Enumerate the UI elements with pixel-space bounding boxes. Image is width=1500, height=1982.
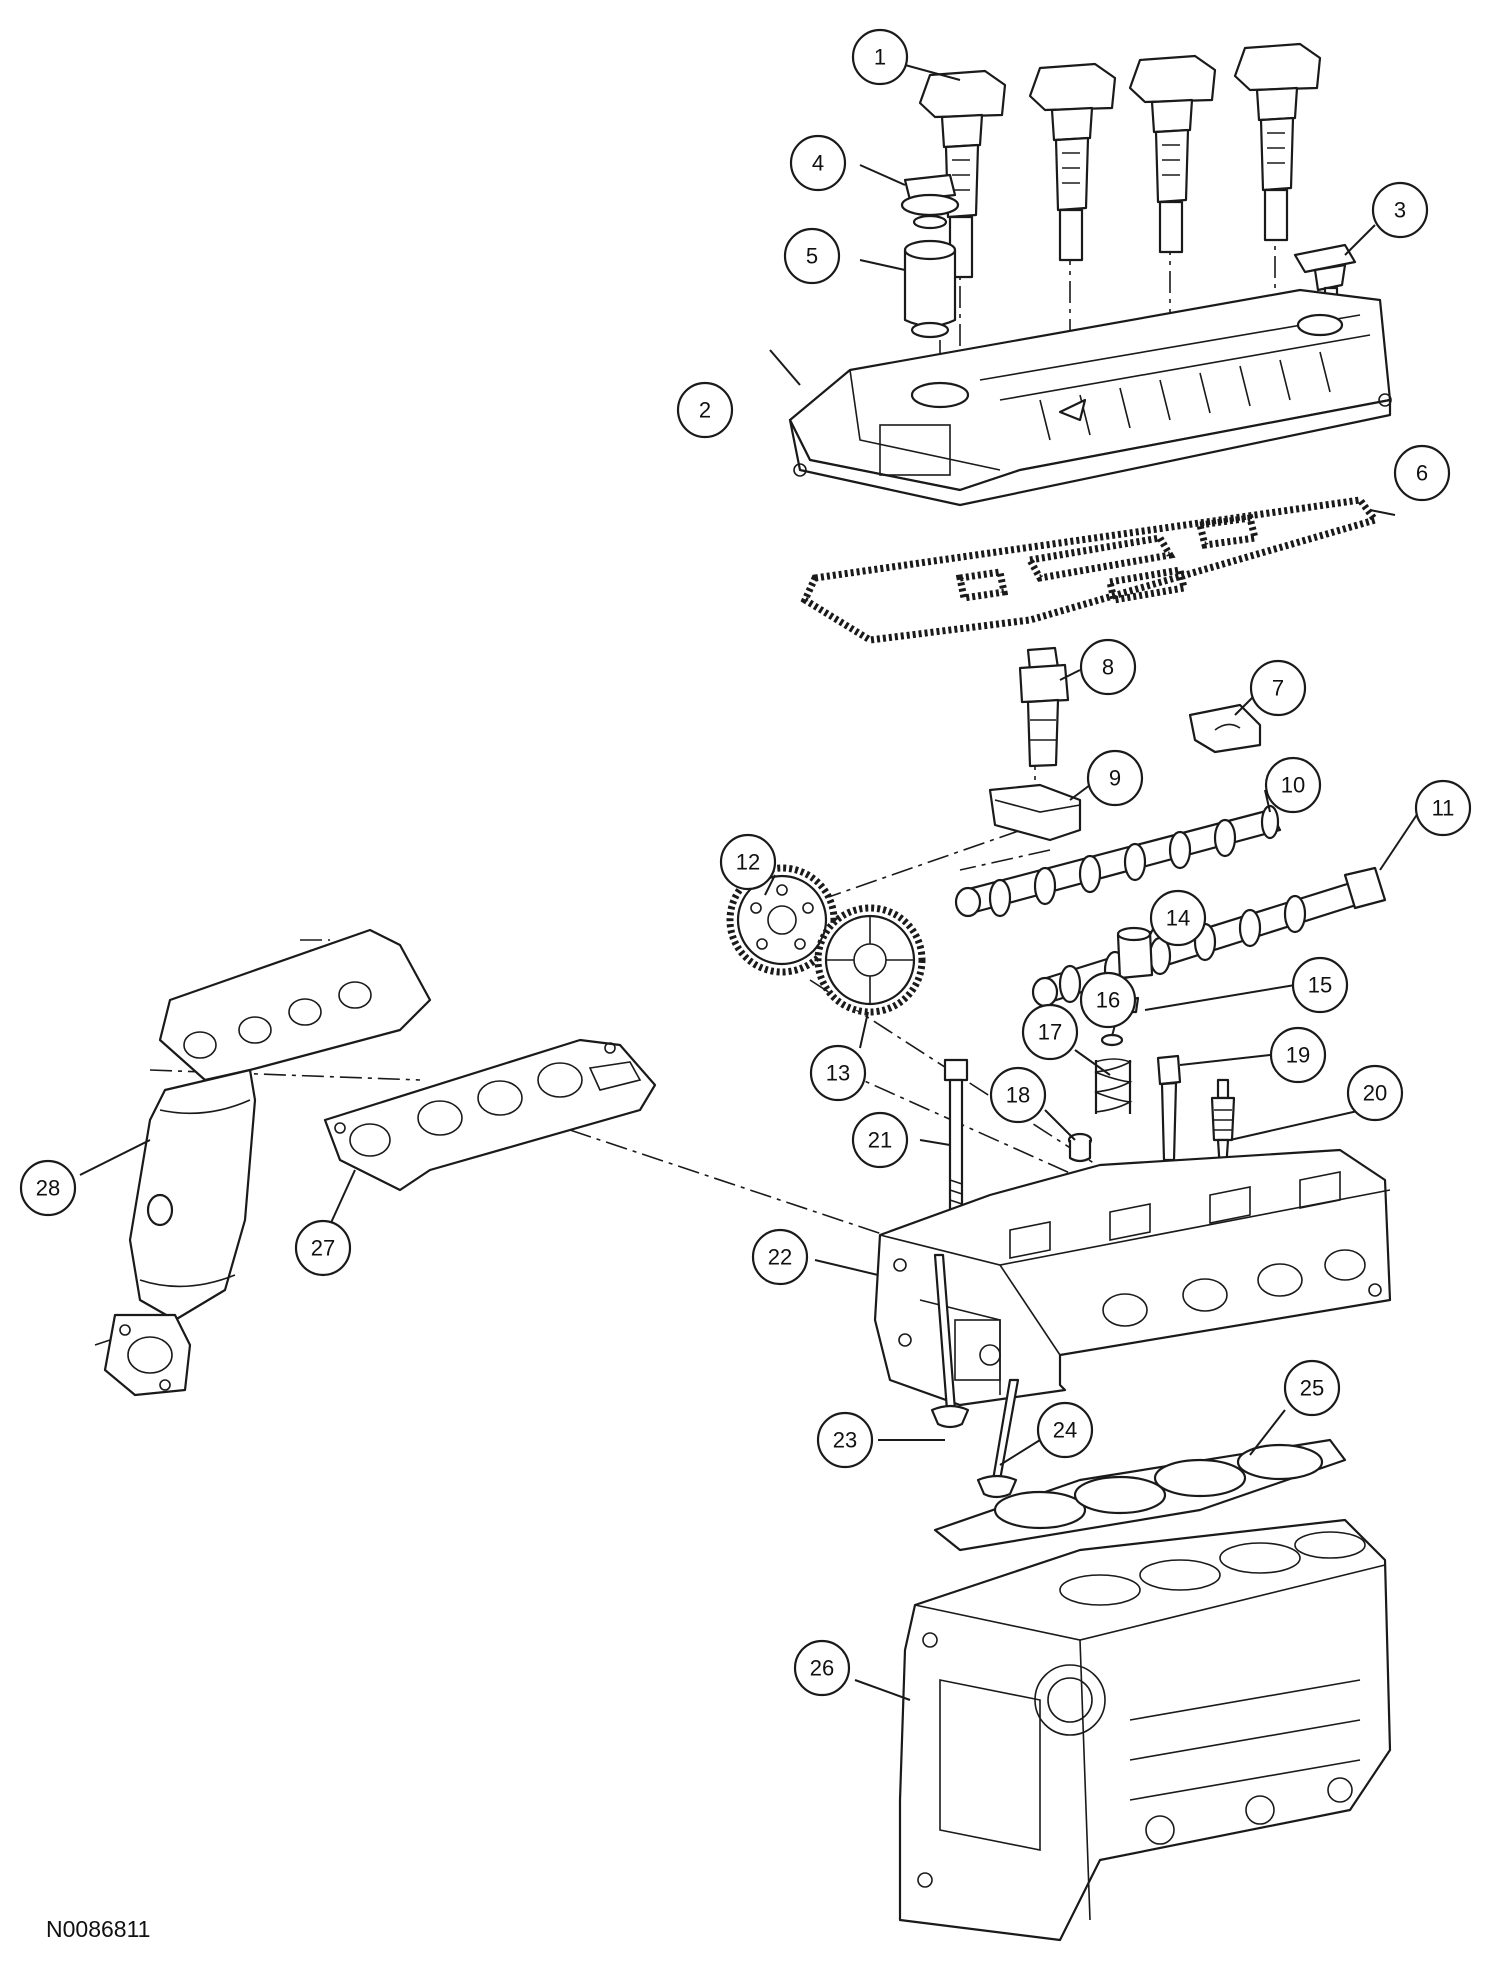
callout-8: 8 <box>1079 638 1137 696</box>
callout-21: 21 <box>851 1111 909 1169</box>
svg-text:2: 2 <box>699 398 711 423</box>
svg-text:18: 18 <box>1006 1083 1030 1108</box>
svg-text:16: 16 <box>1096 988 1120 1013</box>
callout-24: 24 <box>1036 1401 1094 1459</box>
callout-15: 15 <box>1291 956 1349 1014</box>
svg-text:28: 28 <box>36 1176 60 1201</box>
svg-text:14: 14 <box>1166 906 1190 931</box>
callout-2: 2 <box>676 381 734 439</box>
callout-18: 18 <box>989 1066 1047 1124</box>
svg-text:10: 10 <box>1281 773 1305 798</box>
valve-spring-retainer <box>1100 1033 1124 1047</box>
svg-text:11: 11 <box>1432 796 1455 821</box>
svg-text:15: 15 <box>1308 973 1332 998</box>
callout-10: 10 <box>1264 756 1322 814</box>
callout-23: 23 <box>816 1411 874 1469</box>
callout-4: 4 <box>789 134 847 192</box>
vct-solenoid <box>1018 646 1070 768</box>
svg-text:17: 17 <box>1038 1020 1062 1045</box>
valve-stem-seal <box>1067 1132 1093 1163</box>
callout-7: 7 <box>1249 659 1307 717</box>
svg-text:13: 13 <box>826 1061 850 1086</box>
callout-28: 28 <box>19 1159 77 1217</box>
intake-valve <box>930 1253 970 1429</box>
callout-5: 5 <box>783 227 841 285</box>
valve-tappet <box>1116 926 1154 980</box>
svg-text:1: 1 <box>874 45 886 70</box>
svg-text:5: 5 <box>806 244 818 269</box>
callout-13: 13 <box>809 1044 867 1102</box>
callout-27: 27 <box>294 1219 352 1277</box>
intake-camshaft <box>954 804 1282 918</box>
leader-lines <box>79 64 1421 1701</box>
exhaust-valve <box>976 1378 1020 1499</box>
exhaust-vct-sprocket <box>814 904 926 1016</box>
svg-text:4: 4 <box>812 151 824 176</box>
svg-text:24: 24 <box>1053 1418 1077 1443</box>
svg-text:3: 3 <box>1394 198 1406 223</box>
cam-bearing-cap <box>1188 703 1262 754</box>
oil-control-bracket <box>988 783 1082 842</box>
callout-26: 26 <box>793 1639 851 1697</box>
sensor-19 <box>1156 1054 1182 1162</box>
svg-text:6: 6 <box>1416 461 1428 486</box>
oil-filler-cap <box>900 173 960 230</box>
exhaust-manifold-gasket <box>323 1038 657 1192</box>
callout-3: 3 <box>1371 181 1429 239</box>
figure-id: N0086811 <box>46 1916 151 1942</box>
svg-text:25: 25 <box>1300 1376 1324 1401</box>
svg-text:22: 22 <box>768 1245 792 1270</box>
cylinder-head-gasket <box>933 1438 1347 1552</box>
callout-17: 17 <box>1021 1003 1079 1061</box>
svg-text:26: 26 <box>810 1656 834 1681</box>
svg-text:27: 27 <box>311 1236 335 1261</box>
callout-19: 19 <box>1269 1026 1327 1084</box>
callout-16: 16 <box>1079 971 1137 1029</box>
callout-6: 6 <box>1393 444 1451 502</box>
cylinder-block <box>898 1518 1392 1942</box>
callout-25: 25 <box>1283 1359 1341 1417</box>
callout-14: 14 <box>1149 889 1207 947</box>
svg-text:12: 12 <box>736 850 760 875</box>
callout-1: 1 <box>851 28 909 86</box>
svg-text:20: 20 <box>1363 1081 1387 1106</box>
valve-spring <box>1094 1058 1133 1114</box>
callout-22: 22 <box>751 1228 809 1286</box>
callout-20: 20 <box>1346 1064 1404 1122</box>
callout-11: 11 <box>1414 779 1472 837</box>
callouts: 1 2 3 4 5 6 7 8 9 10 11 12 13 14 15 16 1… <box>19 28 1472 1697</box>
svg-text:21: 21 <box>868 1128 892 1153</box>
callout-9: 9 <box>1086 749 1144 807</box>
cylinder-head-bolt <box>943 1058 969 1212</box>
valve-cover-gasket <box>800 496 1381 644</box>
svg-text:8: 8 <box>1102 655 1114 680</box>
exhaust-manifold-converter <box>94 928 432 1397</box>
ignition-coils <box>918 42 1322 279</box>
svg-text:23: 23 <box>833 1428 857 1453</box>
svg-text:7: 7 <box>1272 676 1284 701</box>
callout-12: 12 <box>719 833 777 891</box>
cylinder-head <box>873 1148 1392 1407</box>
valve-cover <box>788 288 1392 507</box>
svg-text:9: 9 <box>1109 766 1121 791</box>
svg-text:19: 19 <box>1286 1043 1310 1068</box>
